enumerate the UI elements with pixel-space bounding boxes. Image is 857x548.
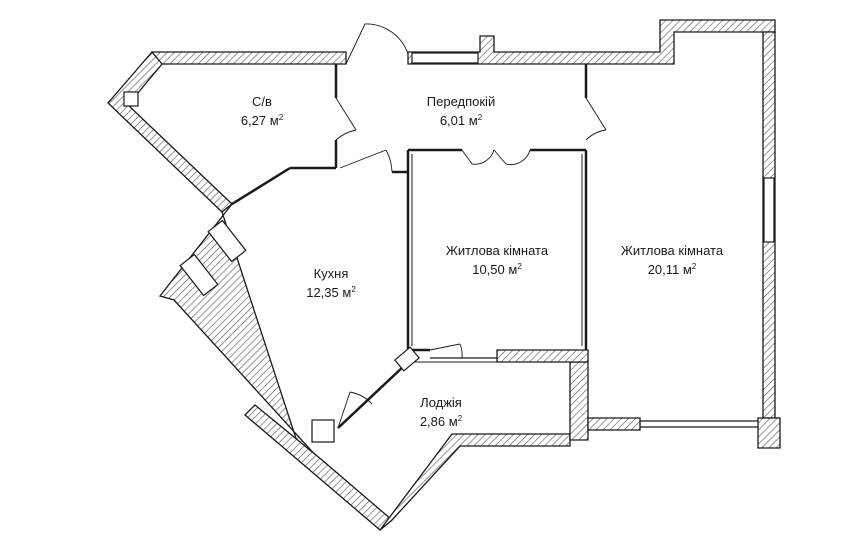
partition-kitchen-top-diag [231,166,291,206]
windows [411,52,775,428]
wall-living1-bottom [496,349,589,363]
room-area-living-2: 20,11 м2 [648,262,697,277]
window-top-hallway [411,52,479,64]
room-labels: С/в 6,27 м2 Передпокій 6,01 м2 Кухня 12,… [241,94,724,429]
room-label-living-1: Житлова кімната [446,243,549,258]
room-area-bathroom: 6,27 м2 [241,113,284,128]
kitchen-fixtures [123,91,421,443]
room-area-loggia: 2,86 м2 [420,414,463,429]
door-bathroom [335,97,357,141]
wall-loggia-right [569,361,589,441]
inner-wall-faces [404,154,583,363]
wall-diagonal-upper-left [107,50,233,213]
room-label-hallway: Передпокій [427,94,495,109]
kitchen-counter-1 [207,219,247,263]
wall-living2-bottom [587,417,641,431]
window-right-living2 [763,177,775,243]
door-kitchen [339,149,393,173]
interior-partitions [231,64,588,429]
vent-shaft-bathroom [123,91,139,107]
door-living2 [585,97,607,141]
door-loggia [429,343,463,359]
kitchen-counter-2 [179,253,219,297]
wall-top-bathroom [151,51,347,65]
room-label-living-2: Житлова кімната [621,243,724,258]
room-label-bathroom: С/в [252,94,272,109]
room-area-living-1: 10,50 м2 [472,262,522,277]
door-entrance [345,23,409,65]
wall-right-bottom-stub [757,417,781,449]
pillar-loggia [393,346,421,372]
door-kitchen-loggia [337,391,373,429]
room-label-loggia: Лоджія [420,395,462,410]
partition-loggia-left [337,364,406,429]
door-living1 [461,149,531,165]
room-label-kitchen: Кухня [314,266,349,281]
wall-loggia-bottom [379,433,571,531]
room-area-kitchen: 12,35 м2 [306,285,356,300]
room-area-hallway: 6,01 м2 [440,113,483,128]
doors [335,23,607,429]
vent-shaft-kitchen [311,419,335,443]
wall-top-right [407,19,776,65]
